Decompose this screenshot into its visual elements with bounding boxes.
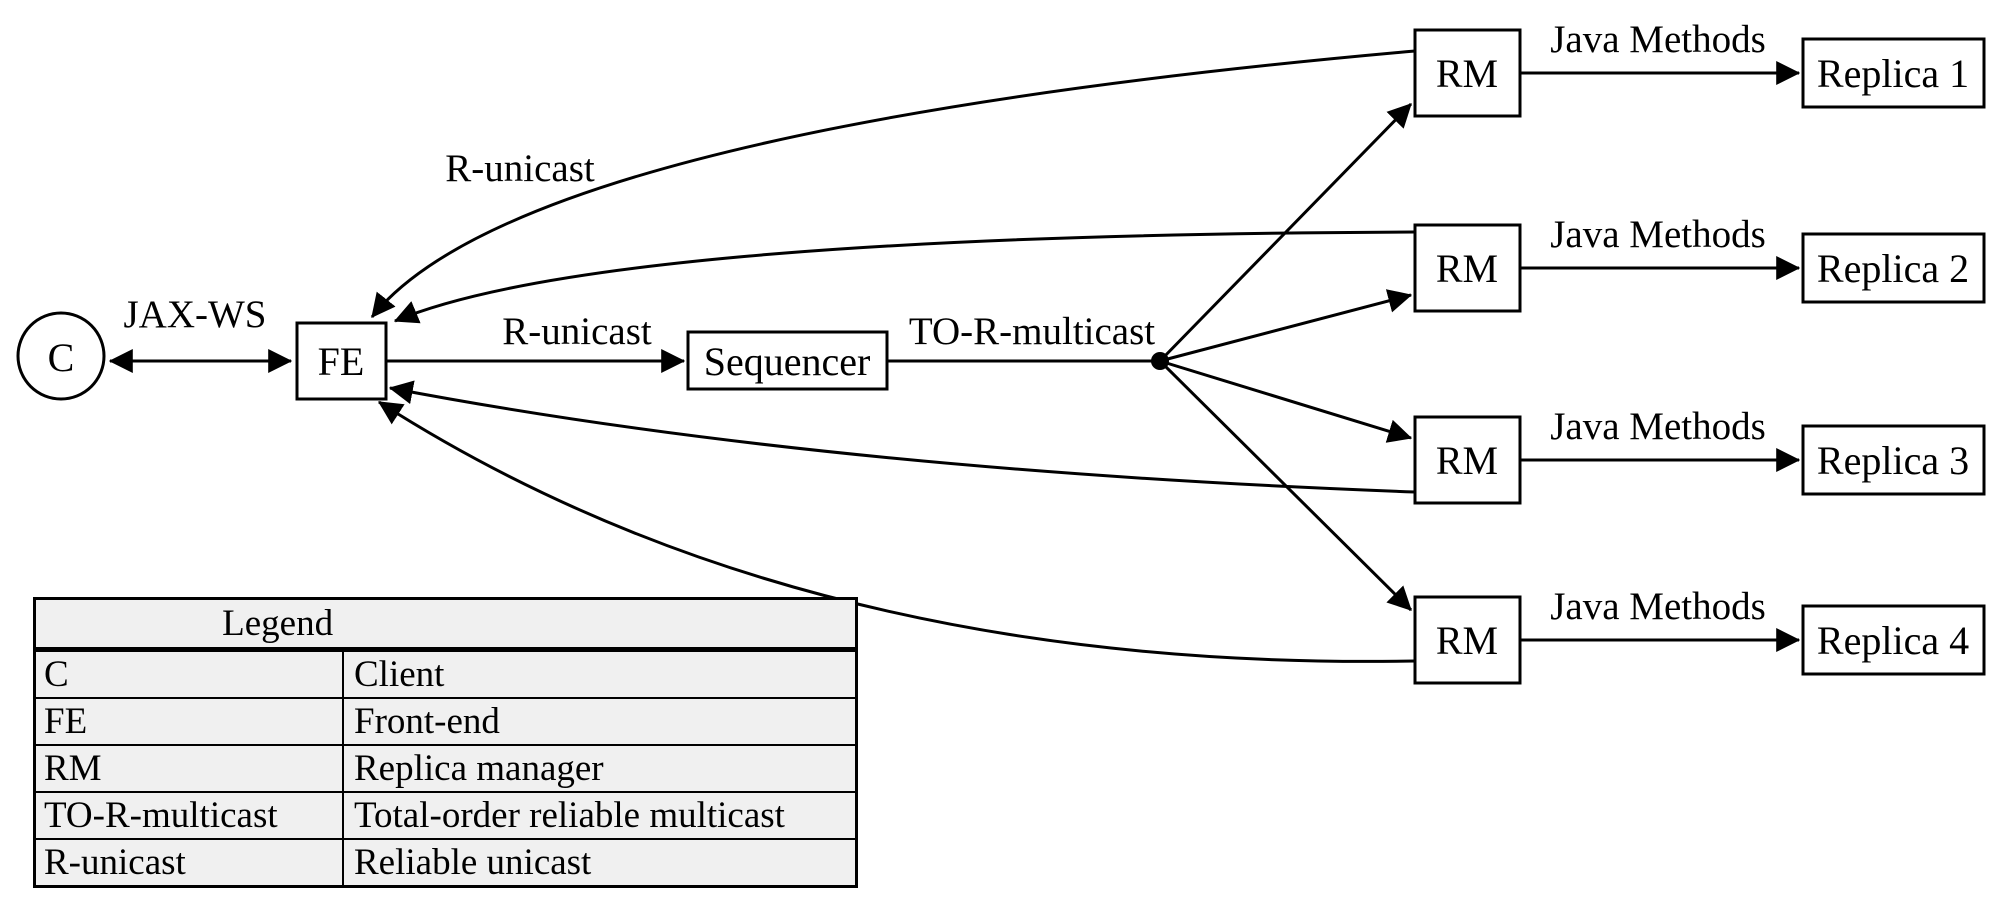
rm4-node <box>1413 595 1522 685</box>
legend-definition-replica-manager: Replica manager <box>344 744 855 791</box>
legend-title: Legend <box>222 603 334 644</box>
legend-definition-reliable-unicast: Reliable unicast <box>344 838 855 885</box>
edge-label-java-methods-1: Java Methods <box>1550 18 1766 61</box>
rm1-node-label: RM <box>1436 51 1498 96</box>
edge-label-java-methods-4: Java Methods <box>1550 585 1766 628</box>
frontend-node <box>295 321 388 401</box>
edge-label-r-unicast: R-unicast <box>502 310 652 353</box>
replica4-node-label: Replica 4 <box>1817 618 1969 663</box>
legend-header: Legend <box>36 600 855 650</box>
sequencer-node <box>686 330 889 391</box>
sequencer-node-label: Sequencer <box>704 339 871 384</box>
edge-junction-rm3 <box>1159 359 1413 443</box>
legend-term-rm: RM <box>36 744 344 791</box>
edge-rm1-frontend-return <box>370 49 1416 318</box>
legend-table: Legend C Client FE Front-end RM Replica … <box>33 597 858 888</box>
replica1-node <box>1801 37 1986 109</box>
multicast-junction-dot <box>1151 352 1169 370</box>
rm1-node <box>1413 28 1522 118</box>
edge-label-r-unicast-return: R-unicast <box>445 147 595 190</box>
replica2-node <box>1801 232 1986 304</box>
legend-definition-front-end: Front-end <box>344 697 855 744</box>
edge-rm3-frontend-return <box>388 380 1416 494</box>
legend-definition-total-order-multicast: Total-order reliable multicast <box>344 791 855 838</box>
replica3-node <box>1801 424 1986 496</box>
client-node <box>16 311 106 401</box>
replica4-node <box>1801 604 1986 676</box>
edge-label-java-methods-2: Java Methods <box>1550 213 1766 256</box>
edge-label-to-r-multicast: TO-R-multicast <box>909 310 1155 353</box>
edge-junction-rm2 <box>1159 289 1413 363</box>
edge-label-jax-ws: JAX-WS <box>124 293 267 336</box>
legend-term-fe: FE <box>36 697 344 744</box>
rm3-node-label: RM <box>1436 438 1498 483</box>
legend-term-c: C <box>36 650 344 697</box>
edge-label-java-methods-3: Java Methods <box>1550 405 1766 448</box>
edge-rm2-frontend-return <box>393 230 1416 324</box>
client-node-label: C <box>48 335 75 380</box>
rm3-node <box>1413 415 1522 505</box>
rm2-node <box>1413 223 1522 313</box>
replica3-node-label: Replica 3 <box>1817 438 1969 483</box>
rm2-node-label: RM <box>1436 246 1498 291</box>
frontend-node-label: FE <box>318 339 365 384</box>
legend-term-to-r-multicast: TO-R-multicast <box>36 791 344 838</box>
replica2-node-label: Replica 2 <box>1817 246 1969 291</box>
replica1-node-label: Replica 1 <box>1817 51 1969 96</box>
legend-definition-client: Client <box>344 650 855 697</box>
rm4-node-label: RM <box>1436 618 1498 663</box>
legend-term-r-unicast: R-unicast <box>36 838 344 885</box>
